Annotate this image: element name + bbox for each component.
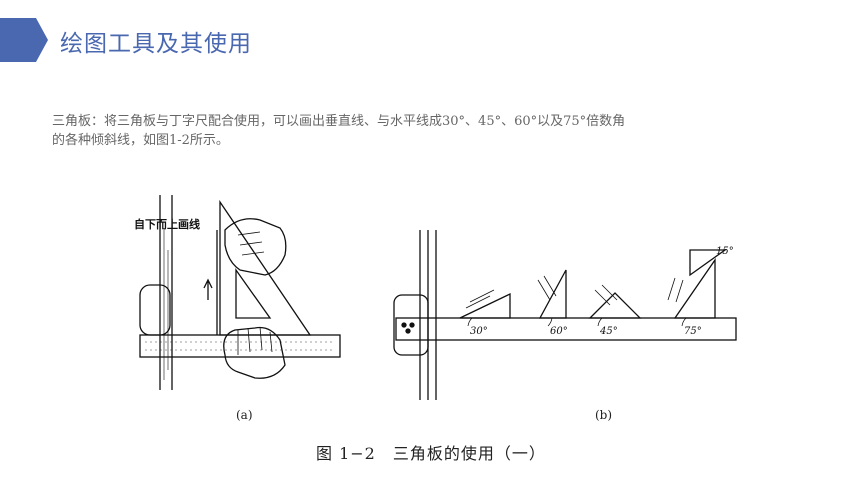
draw-direction-annotation: 自下而上画线 [134, 218, 200, 231]
figure-caption: 图 1−2 三角板的使用（一） [316, 444, 546, 463]
figure-b-illustration: 30° 60° 45° 75° 15° [393, 230, 737, 400]
angle-label-60: 60° [550, 326, 568, 337]
page-title: 绘图工具及其使用 [60, 31, 252, 57]
angle-label-45: 45° [599, 326, 618, 337]
figure-a-illustration [139, 195, 341, 390]
description-paragraph: 三角板：将三角板与丁字尺配合使用，可以画出垂直线、与水平线成30°、45°、60… [52, 112, 792, 150]
angle-label-75: 75° [684, 326, 702, 337]
paragraph-line-1: 三角板：将三角板与丁字尺配合使用，可以画出垂直线、与水平线成30°、45°、60… [52, 114, 626, 129]
figure-a-label: (a) [236, 408, 253, 422]
angle-label-30: 30° [470, 326, 488, 337]
triangle-ruler-figure: 自下而上画线 [120, 190, 760, 470]
paragraph-line-2: 的各种倾斜线，如图1-2所示。 [52, 133, 229, 148]
angle-label-15: 15° [716, 246, 734, 257]
title-chevron-icon [0, 18, 48, 62]
figure-b-label: (b) [595, 408, 613, 422]
